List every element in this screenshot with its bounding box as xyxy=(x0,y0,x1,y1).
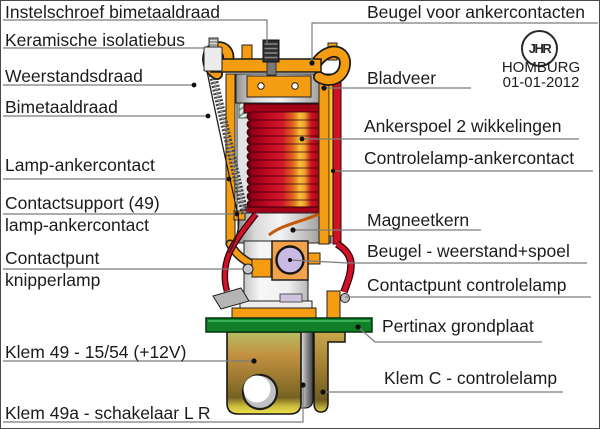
bimetal-wire-lower xyxy=(212,211,259,310)
monogram-text: JHR xyxy=(528,41,552,56)
top-bracket xyxy=(202,37,351,98)
label-lamp-ankercontact: Lamp-ankercontact xyxy=(5,155,155,175)
control-lamp-contact-point xyxy=(340,293,350,303)
label-bladveer: Bladveer xyxy=(367,68,437,88)
label-contactsupport-49: Contactsupport (49) lamp-ankercontact xyxy=(5,192,160,236)
label-contactpunt-knipperlamp-line1: Contactpunt xyxy=(5,248,100,268)
label-ankerspoel: Ankerspoel 2 wikkelingen xyxy=(364,116,562,136)
terminal-49a-blade xyxy=(299,331,314,409)
leader-dots xyxy=(191,60,361,395)
label-weerstandsdraad: Weerstandsdraad xyxy=(5,66,143,86)
label-klem-49: Klem 49 - 15/54 (+12V) xyxy=(5,342,187,362)
label-contactpunt-knipperlamp-line2: knipperlamp xyxy=(5,270,101,290)
terminal-c xyxy=(313,331,346,413)
diagram-date: 01-01-2012 xyxy=(502,74,580,91)
label-klem-49a: Klem 49a - schakelaar L R xyxy=(5,403,211,423)
company-name: HOMBURG xyxy=(501,59,581,76)
label-pertinax-grondplaat: Pertinax grondplaat xyxy=(382,316,534,336)
pertinax-base-plate xyxy=(205,317,373,333)
label-keramische-isolatiebus: Keramische isolatiebus xyxy=(5,30,185,50)
contact-blade xyxy=(212,287,250,310)
leader-lines xyxy=(3,19,598,423)
base-assembly xyxy=(205,307,373,415)
label-beugel-voor-ankercontacten: Beugel voor ankercontacten xyxy=(367,2,585,22)
label-controlelamp-ankercontact: Controlelamp-ankercontact xyxy=(364,148,575,168)
label-klem-c: Klem C - controlelamp xyxy=(384,368,558,388)
leaf-spring-strip xyxy=(332,77,342,245)
flasher-contact-point xyxy=(242,263,254,275)
bracket-plate xyxy=(246,75,312,98)
label-beugel-weerstand-spoel: Beugel - weerstand+spoel xyxy=(367,241,570,261)
label-bimetaaldraad: Bimetaaldraad xyxy=(5,97,118,117)
label-instelschroef: Instelschroef bimetaaldraad xyxy=(5,2,220,22)
ceramic-insulator xyxy=(203,37,223,72)
homburg-logo-monogram: JHR xyxy=(521,30,558,67)
bimetal-wire xyxy=(206,70,240,254)
label-magneetkern: Magneetkern xyxy=(367,210,470,230)
resistance-wire-spring xyxy=(206,70,249,254)
label-contactpunt-controlelamp: Contactpunt controlelamp xyxy=(367,275,567,295)
label-contactsupport-49-line1: Contactsupport (49) xyxy=(5,193,160,213)
label-contactsupport-49-line2: lamp-ankercontact xyxy=(5,215,149,235)
armature-coil xyxy=(243,103,331,217)
adjusting-screw xyxy=(262,39,280,76)
terminal-49 xyxy=(226,331,302,415)
label-contactpunt-knipperlamp: Contactpunt knipperlamp xyxy=(5,247,100,291)
